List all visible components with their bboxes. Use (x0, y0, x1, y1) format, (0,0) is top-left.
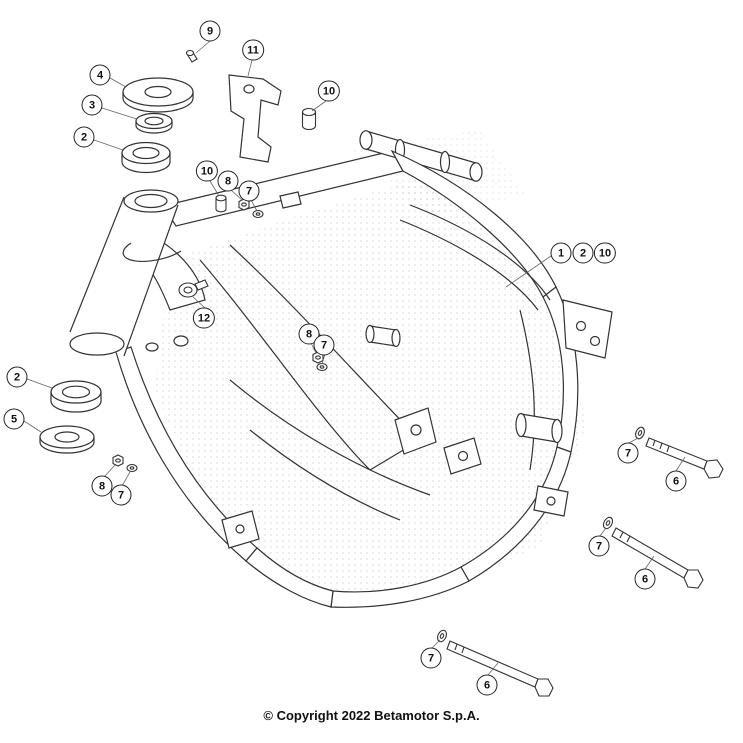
bracket-part (228, 74, 282, 163)
callout-6: 6 (634, 568, 656, 590)
upper-bearing-stack (121, 77, 194, 174)
callout-11: 11 (242, 39, 264, 61)
callout-2: 2 (6, 366, 28, 388)
callout-6: 6 (476, 674, 498, 696)
callout-8: 8 (91, 475, 113, 497)
lower-bearing-stack (39, 380, 102, 454)
steering-head-tube (69, 189, 182, 357)
mount-bolts (437, 426, 724, 697)
callout-3: 3 (81, 94, 103, 116)
copyright-text: © Copyright 2022 Betamotor S.p.A. (263, 708, 480, 723)
callout-7: 7 (588, 535, 610, 557)
callout-9: 9 (199, 20, 221, 42)
callout-5: 5 (3, 408, 25, 430)
callout-8: 8 (217, 170, 239, 192)
callout-2: 2 (73, 126, 95, 148)
callout-4: 4 (89, 64, 111, 86)
callout-7: 7 (420, 647, 442, 669)
screw-part (185, 49, 198, 63)
callout-7: 7 (617, 442, 639, 464)
spacer-pins (215, 107, 317, 213)
callout-12: 12 (192, 307, 216, 329)
callout-7: 7 (110, 484, 132, 506)
callout-7: 7 (313, 334, 335, 356)
leader-lines (23, 40, 686, 676)
callout-1: 1 (550, 242, 572, 264)
callout-10: 10 (317, 80, 341, 102)
callout-6: 6 (665, 470, 687, 492)
callout-10: 10 (195, 160, 219, 182)
callout-10: 10 (593, 242, 617, 264)
callout-7: 7 (238, 180, 260, 202)
clamp-part (178, 279, 209, 298)
callout-2: 2 (572, 242, 594, 264)
